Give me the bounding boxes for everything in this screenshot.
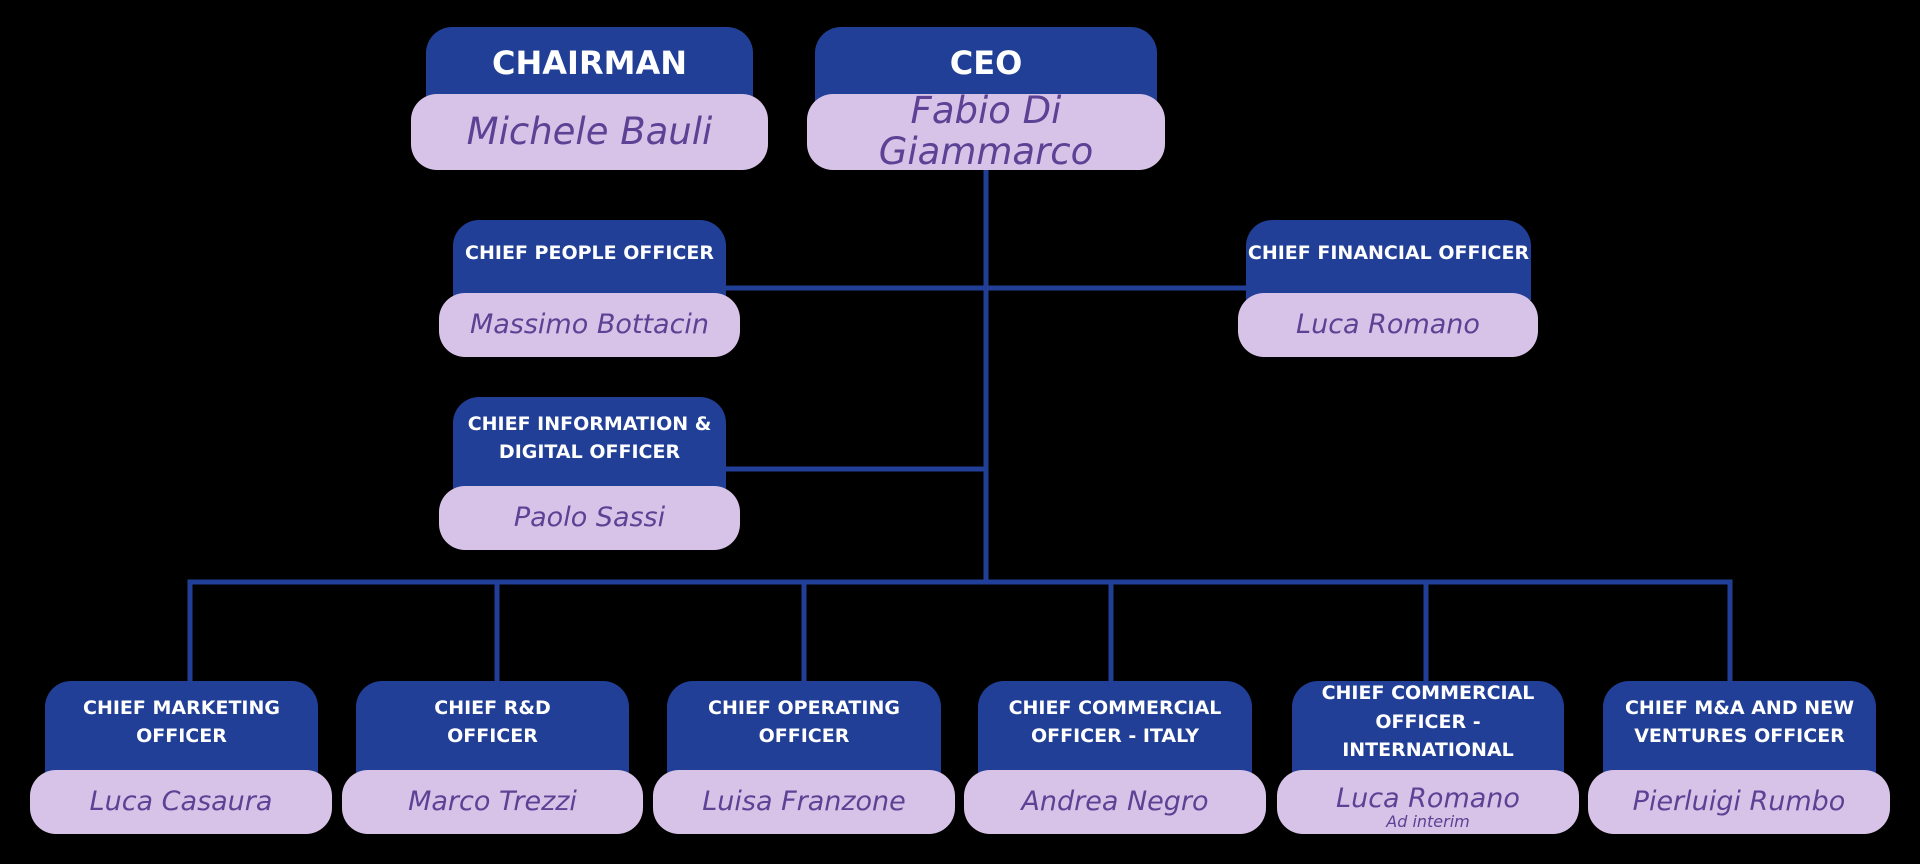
commercial-italy-title-line: CHIEF COMMERCIAL bbox=[1008, 696, 1222, 719]
ceo-name-box: Fabio Di Giammarco bbox=[807, 89, 1165, 173]
operating-title-line: CHIEF OPERATING bbox=[708, 696, 900, 719]
finance-title-line: CHIEF FINANCIAL OFFICER bbox=[1247, 241, 1530, 264]
operating-title-line: OFFICER bbox=[758, 725, 850, 747]
finance-title-box: CHIEF FINANCIAL OFFICER bbox=[1246, 220, 1531, 300]
mna-title-box: CHIEF M&A AND NEW VENTURES OFFICER bbox=[1603, 681, 1876, 781]
finance-person-name: Luca Romano bbox=[1296, 309, 1480, 341]
people-name-box: Massimo Bottacin bbox=[439, 293, 740, 357]
rnd-title-line: OFFICER bbox=[447, 725, 538, 747]
people-person-name: Massimo Bottacin bbox=[469, 309, 710, 341]
commercial-intl-title-box: CHIEF COMMERCIAL OFFICER - INTERNATIONAL bbox=[1292, 681, 1564, 781]
people-title-box: CHIEF PEOPLE OFFICER bbox=[453, 220, 726, 300]
commercial-intl-title-line: OFFICER - INTERNATIONAL bbox=[1342, 710, 1514, 762]
marketing-title-line: OFFICER bbox=[136, 725, 227, 747]
chairman-title-line: CHAIRMAN bbox=[492, 43, 687, 82]
mna-name-box: Pierluigi Rumbo bbox=[1588, 770, 1890, 834]
digital-person-name: Paolo Sassi bbox=[513, 502, 666, 534]
commercial-italy-person-name: Andrea Negro bbox=[1021, 786, 1209, 818]
commercial-italy-title-line: OFFICER - ITALY bbox=[1030, 725, 1199, 747]
rnd-title-box: CHIEF R&D OFFICER bbox=[356, 681, 629, 781]
marketing-title-box: CHIEF MARKETING OFFICER bbox=[45, 681, 318, 781]
rnd-name-box: Marco Trezzi bbox=[342, 770, 643, 834]
commercial-intl-note: Ad interim bbox=[1386, 812, 1470, 832]
marketing-person-name: Luca Casaura bbox=[89, 786, 273, 818]
commercial-italy-title-box: CHIEF COMMERCIAL OFFICER - ITALY bbox=[978, 681, 1252, 781]
rnd-person-name: Marco Trezzi bbox=[408, 786, 577, 818]
marketing-name-box: Luca Casaura bbox=[30, 770, 332, 834]
digital-title-box: CHIEF INFORMATION & DIGITAL OFFICER bbox=[453, 397, 726, 497]
rnd-title-line: CHIEF R&D bbox=[434, 696, 551, 719]
commercial-intl-title-line: CHIEF COMMERCIAL bbox=[1321, 682, 1535, 705]
chairman-person-name: Michele Bauli bbox=[466, 109, 713, 153]
ceo-title-line: CEO bbox=[949, 43, 1023, 82]
marketing-title-line: CHIEF MARKETING bbox=[83, 696, 280, 719]
ceo-person-name: Fabio Di Giammarco bbox=[878, 89, 1094, 173]
finance-name-box: Luca Romano bbox=[1238, 293, 1538, 357]
operating-name-box: Luisa Franzone bbox=[653, 770, 955, 834]
digital-name-box: Paolo Sassi bbox=[439, 486, 740, 550]
chairman-name-box: Michele Bauli bbox=[411, 94, 768, 170]
operating-person-name: Luisa Franzone bbox=[702, 786, 906, 818]
operating-title-box: CHIEF OPERATING OFFICER bbox=[667, 681, 941, 781]
commercial-italy-name-box: Andrea Negro bbox=[964, 770, 1266, 834]
digital-title-line: DIGITAL OFFICER bbox=[498, 441, 681, 463]
mna-title-line: CHIEF M&A AND NEW bbox=[1624, 696, 1855, 719]
commercial-intl-person-name: Luca Romano bbox=[1336, 782, 1520, 814]
mna-title-line: VENTURES OFFICER bbox=[1634, 725, 1845, 747]
people-title-line: CHIEF PEOPLE OFFICER bbox=[465, 241, 714, 264]
mna-person-name: Pierluigi Rumbo bbox=[1632, 786, 1846, 818]
digital-title-line: CHIEF INFORMATION & bbox=[467, 412, 712, 435]
